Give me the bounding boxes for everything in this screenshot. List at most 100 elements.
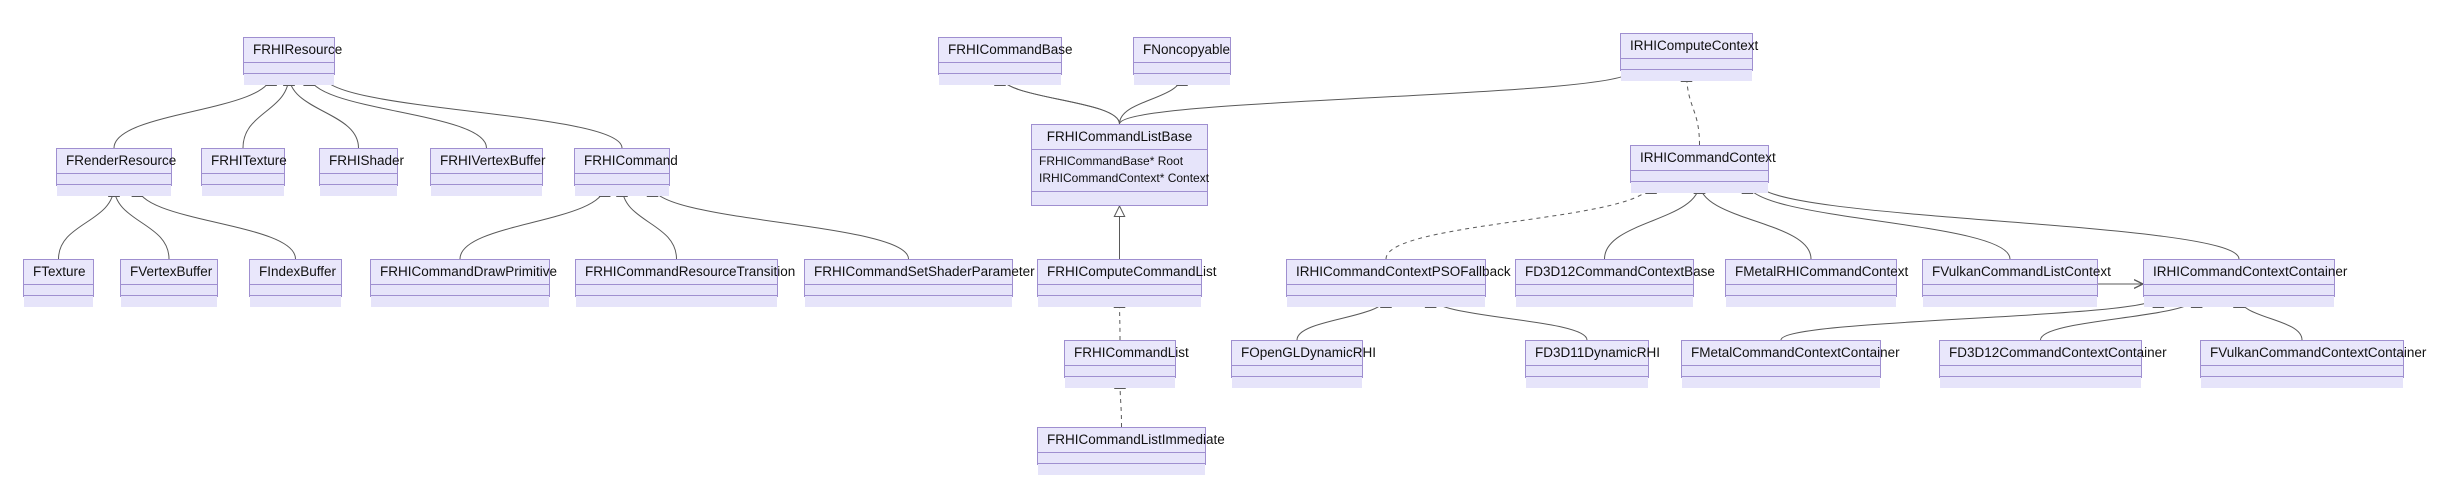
uml-attribute-compartment (1682, 366, 1880, 377)
uml-class-title: FRHIComputeCommandList (1038, 260, 1217, 285)
uml-class-title: FRHICommandList (1065, 341, 1189, 366)
uml-class-title: FRHICommandBase (939, 38, 1073, 63)
uml-class-frhishader[interactable]: FRHIShader (319, 148, 404, 196)
uml-method-compartment (320, 185, 397, 196)
uml-edge-findexbuffer-to-frenderresource (137, 186, 296, 260)
uml-edge-frhivertexbuffer-to-frhiresource (309, 75, 487, 149)
uml-class-fvulkancommandlistcontext[interactable]: FVulkanCommandListContext (1922, 259, 2111, 307)
uml-method-compartment (1287, 296, 1485, 307)
uml-attribute-compartment (1038, 453, 1205, 464)
uml-method-compartment (1621, 70, 1752, 81)
uml-attribute-compartment (1726, 285, 1896, 296)
uml-method-compartment (1940, 377, 2141, 388)
uml-class-title: FD3D12CommandContextContainer (1940, 341, 2167, 366)
uml-class-frhicommandlist[interactable]: FRHICommandList (1064, 340, 1189, 388)
uml-class-frhicomputecommandlist[interactable]: FRHIComputeCommandList (1037, 259, 1217, 307)
uml-class-title: FD3D11DynamicRHI (1526, 341, 1660, 366)
uml-class-frhivertexbuffer[interactable]: FRHIVertexBuffer (430, 148, 546, 196)
uml-attribute-compartment (805, 285, 1012, 296)
uml-class-title: FRHICommand (575, 149, 678, 174)
uml-attribute-compartment (431, 174, 542, 185)
uml-class-title: FVulkanCommandContextContainer (2201, 341, 2426, 366)
uml-method-compartment (805, 296, 1012, 307)
uml-class-title: FD3D12CommandContextBase (1516, 260, 1715, 285)
uml-class-fd3d12commandcontextcontainer[interactable]: FD3D12CommandContextContainer (1939, 340, 2167, 388)
uml-class-title: FRHITexture (202, 149, 287, 174)
uml-attribute-compartment (244, 63, 334, 74)
uml-class-title: FMetalRHICommandContext (1726, 260, 1908, 285)
uml-method-compartment (575, 185, 669, 196)
uml-attribute: IRHICommandContext* Context (1039, 171, 1210, 185)
uml-class-title: FVulkanCommandListContext (1923, 260, 2111, 285)
uml-class-frhicommanddrawprimitive[interactable]: FRHICommandDrawPrimitive (370, 259, 557, 307)
uml-edge-frhicommand-to-frhiresource (323, 75, 623, 149)
uml-method-compartment (24, 296, 93, 307)
uml-method-compartment (1631, 182, 1768, 193)
uml-class-ftexture[interactable]: FTexture (23, 259, 94, 307)
uml-class-fopengldynamicrhi[interactable]: FOpenGLDynamicRHI (1231, 340, 1376, 388)
uml-method-compartment (1134, 74, 1230, 85)
uml-method-compartment (1038, 296, 1201, 307)
uml-class-fvulkancommandcontextcontainer[interactable]: FVulkanCommandContextContainer (2200, 340, 2426, 388)
uml-attribute-compartment (1232, 366, 1362, 377)
uml-edge-frhicommandsetshaderparameter-to-frhicommand (653, 186, 909, 260)
uml-class-title: IRHICommandContext (1631, 146, 1776, 171)
uml-class-irhicomputecontext[interactable]: IRHIComputeContext (1620, 33, 1758, 81)
uml-class-findexbuffer[interactable]: FIndexBuffer (249, 259, 342, 307)
uml-method-compartment (57, 185, 171, 196)
uml-class-title: IRHICommandContextContainer (2144, 260, 2347, 285)
uml-class-fmetalcommandcontextcontainer[interactable]: FMetalCommandContextContainer (1681, 340, 1900, 388)
uml-attribute-compartment (939, 63, 1061, 74)
uml-class-irhicommandcontextcontainer[interactable]: IRHICommandContextContainer (2143, 259, 2347, 307)
uml-edge-ftexture-to-frenderresource (58, 186, 115, 260)
uml-edge-frhicommandresourcetransition-to-frhicommand (622, 186, 677, 260)
uml-class-title: FOpenGLDynamicRHI (1232, 341, 1376, 366)
uml-edge-irhicommandcontextpsofallback-to-irhicommandcontext (1385, 183, 1651, 260)
uml-attribute-compartment (2144, 285, 2334, 296)
uml-attribute-compartment (202, 174, 284, 185)
uml-method-compartment (1065, 377, 1175, 388)
uml-attribute-compartment (1621, 59, 1752, 70)
uml-class-frhicommand[interactable]: FRHICommand (574, 148, 678, 196)
uml-attribute-compartment (1065, 366, 1175, 377)
uml-class-title: IRHICommandContextPSOFallback (1287, 260, 1511, 285)
uml-class-fmetalrhicommandcontext[interactable]: FMetalRHICommandContext (1725, 259, 1908, 307)
uml-class-title: FNoncopyable (1134, 38, 1230, 63)
uml-class-frhicommandresourcetransition[interactable]: FRHICommandResourceTransition (575, 259, 795, 307)
uml-method-compartment (1032, 192, 1207, 203)
uml-class-frhicommandbase[interactable]: FRHICommandBase (938, 37, 1073, 85)
uml-class-fd3d12commandcontextbase[interactable]: FD3D12CommandContextBase (1515, 259, 1715, 307)
uml-attribute-compartment (250, 285, 341, 296)
uml-edge-frhishader-to-frhiresource (289, 75, 359, 149)
uml-class-title: FRHIResource (244, 38, 342, 63)
uml-class-fnoncopyable[interactable]: FNoncopyable (1133, 37, 1231, 85)
uml-method-compartment (1526, 377, 1648, 388)
uml-attribute-compartment (24, 285, 93, 296)
uml-class-frhitexture[interactable]: FRHITexture (201, 148, 287, 196)
uml-class-title: FRHICommandResourceTransition (576, 260, 795, 285)
uml-class-frenderresource[interactable]: FRenderResource (56, 148, 176, 196)
uml-class-fvertexbuffer[interactable]: FVertexBuffer (120, 259, 218, 307)
uml-attribute-compartment (1287, 285, 1485, 296)
uml-method-compartment (202, 185, 284, 196)
uml-edge-irhicommandcontext-to-irhicomputecontext (1687, 71, 1700, 146)
uml-class-title: IRHIComputeContext (1621, 34, 1758, 59)
uml-attribute-compartment (1631, 171, 1768, 182)
uml-class-title: FRHIShader (320, 149, 404, 174)
uml-class-frhicommandlistimmediate[interactable]: FRHICommandListImmediate (1037, 427, 1225, 475)
uml-class-title: FRHICommandListImmediate (1038, 428, 1225, 453)
uml-class-irhicommandcontext[interactable]: IRHICommandContext (1630, 145, 1776, 193)
uml-method-compartment (1726, 296, 1896, 307)
uml-attribute-compartment (371, 285, 549, 296)
uml-attribute-compartment (57, 174, 171, 185)
uml-class-irhicommandcontextpsofallback[interactable]: IRHICommandContextPSOFallback (1286, 259, 1511, 307)
uml-class-frhicommandsetshaderparameter[interactable]: FRHICommandSetShaderParameter (804, 259, 1035, 307)
uml-class-title: FTexture (24, 260, 93, 285)
uml-class-fd3d11dynamicrhi[interactable]: FD3D11DynamicRHI (1525, 340, 1660, 388)
uml-attribute-compartment (2201, 366, 2403, 377)
uml-method-compartment (939, 74, 1061, 85)
uml-class-title: FRHICommandDrawPrimitive (371, 260, 557, 285)
uml-class-frhiresource[interactable]: FRHIResource (243, 37, 342, 85)
